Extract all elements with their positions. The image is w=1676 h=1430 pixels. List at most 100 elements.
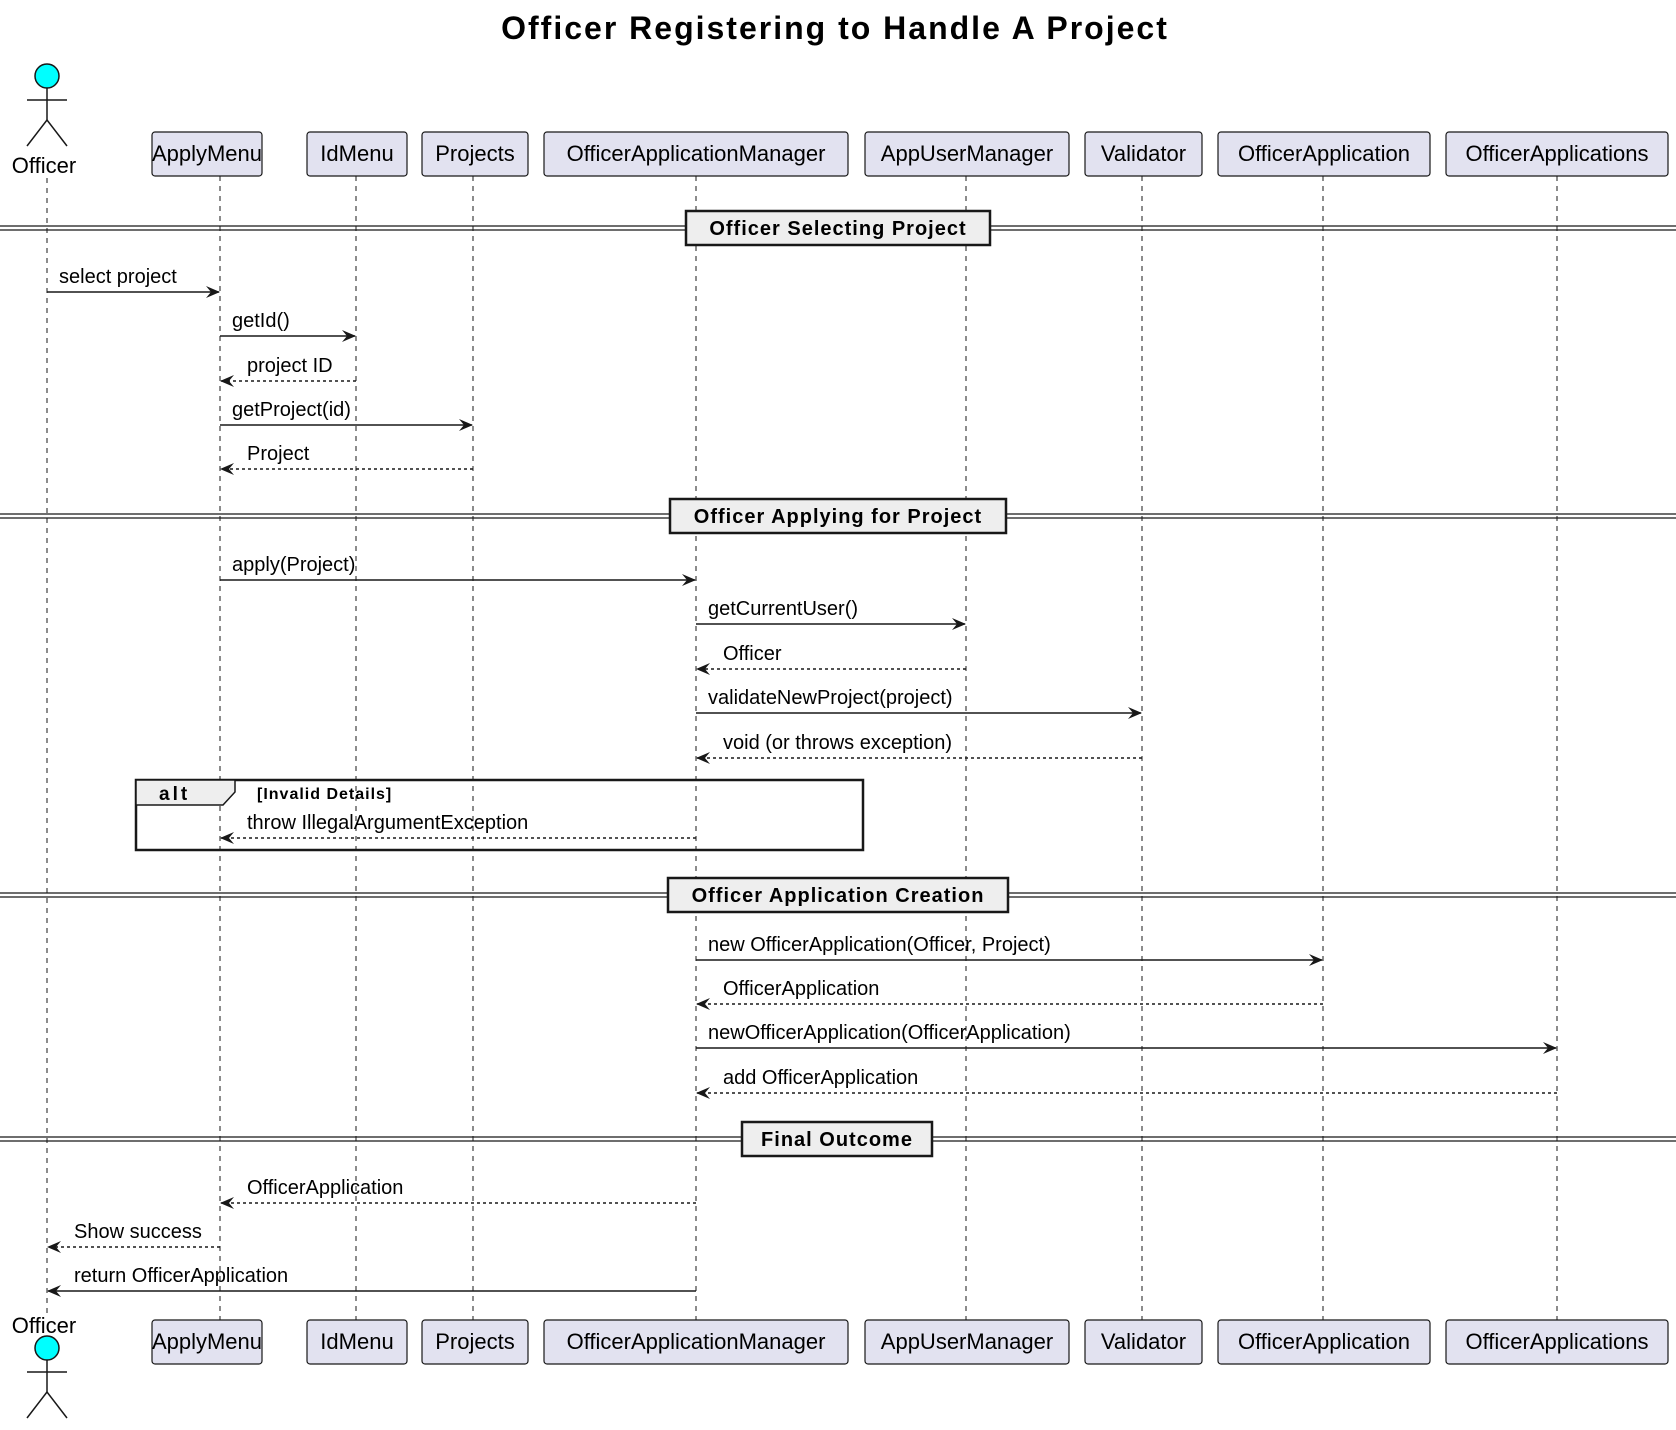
- message-11: throw IllegalArgumentException: [220, 812, 696, 844]
- participant-label: IdMenu: [320, 1329, 393, 1354]
- participant-label: OfficerApplications: [1465, 1329, 1648, 1354]
- message-13: OfficerApplication: [696, 978, 1323, 1010]
- participant-label: Projects: [435, 141, 514, 166]
- participant-label: AppUserManager: [881, 1329, 1053, 1354]
- participant-validator-top: Validator: [1084, 131, 1203, 177]
- participant-label: Validator: [1101, 141, 1186, 166]
- divider-label: Officer Selecting Project: [709, 218, 966, 240]
- participant-box: [151, 131, 263, 177]
- message-1: select project: [47, 266, 220, 298]
- message-label: OfficerApplication: [247, 1177, 403, 1199]
- participant-projects-bottom: Projects: [421, 1319, 529, 1365]
- stick-figure-icon: [26, 63, 68, 147]
- message-label: Officer: [723, 643, 782, 665]
- participant-box: [306, 1319, 408, 1365]
- message-18: return OfficerApplication: [47, 1265, 696, 1297]
- participant-box: [864, 131, 1070, 177]
- alt-condition: [Invalid Details]: [257, 786, 392, 803]
- message-17: Show success: [47, 1221, 220, 1253]
- actor-label: Officer: [12, 1313, 76, 1338]
- participant-applymenu-bottom: ApplyMenu: [151, 1319, 263, 1365]
- message-label: apply(Project): [232, 554, 355, 576]
- lifelines: [46, 176, 1558, 1320]
- divider-box: [666, 876, 1010, 914]
- participant-label: IdMenu: [320, 141, 393, 166]
- participant-box: [1084, 1319, 1203, 1365]
- divider-label: Officer Application Creation: [692, 885, 985, 907]
- participant-label: OfficerApplication: [1238, 1329, 1410, 1354]
- participant-box: [864, 1319, 1070, 1365]
- participant-label: OfficerApplications: [1465, 141, 1648, 166]
- participant-box: [421, 1319, 529, 1365]
- message-4: getProject(id): [220, 399, 473, 431]
- participant-box: [421, 131, 529, 177]
- participant-aum-top: AppUserManager: [864, 131, 1070, 177]
- message-3: project ID: [220, 355, 356, 387]
- participant-applymenu-top: ApplyMenu: [151, 131, 263, 177]
- message-5: Project: [220, 443, 473, 475]
- message-label: new OfficerApplication(Officer, Project): [708, 934, 1051, 956]
- message-label: throw IllegalArgumentException: [247, 812, 528, 834]
- participant-box: [151, 1319, 263, 1365]
- participant-box: [543, 131, 849, 177]
- participant-oapp-top: OfficerApplication: [1217, 131, 1431, 177]
- message-10: void (or throws exception): [696, 732, 1142, 764]
- message-9: validateNewProject(project): [696, 687, 1142, 719]
- alt-frame-box: alt [Invalid Details]: [134, 778, 865, 852]
- participant-box: [1217, 131, 1431, 177]
- divider-box: [684, 209, 992, 247]
- participant-label: Projects: [435, 1329, 514, 1354]
- participant-idmenu-bottom: IdMenu: [306, 1319, 408, 1365]
- divider-box: [740, 1120, 934, 1158]
- alt-tab: [135, 779, 236, 806]
- participant-validator-bottom: Validator: [1084, 1319, 1203, 1365]
- participant-label: OfficerApplication: [1238, 141, 1410, 166]
- participant-aum-bottom: AppUserManager: [864, 1319, 1070, 1365]
- message-label: OfficerApplication: [723, 978, 879, 1000]
- message-label: getId(): [232, 310, 290, 332]
- message-label: project ID: [247, 355, 333, 377]
- message-2: getId(): [220, 310, 356, 342]
- message-7: getCurrentUser(): [696, 598, 966, 630]
- alt-keyword: alt: [159, 784, 190, 805]
- participant-oapp-bottom: OfficerApplication: [1217, 1319, 1431, 1365]
- message-label: select project: [59, 266, 177, 288]
- message-label: getCurrentUser(): [708, 598, 858, 620]
- participant-label: AppUserManager: [881, 141, 1053, 166]
- participant-label: ApplyMenu: [152, 141, 262, 166]
- message-label: add OfficerApplication: [723, 1067, 918, 1089]
- diagram-title: Officer Registering to Handle A Project: [501, 10, 1169, 46]
- participants-top: ApplyMenu IdMenu Projects OfficerApplicatio…: [12, 63, 1669, 178]
- message-label: getProject(id): [232, 399, 351, 421]
- participant-label: OfficerApplicationManager: [567, 1329, 826, 1354]
- message-14: newOfficerApplication(OfficerApplication…: [696, 1022, 1557, 1054]
- message-15: add OfficerApplication: [696, 1067, 1557, 1099]
- message-8: Officer: [696, 643, 966, 675]
- participants-bottom: ApplyMenu IdMenu Projects OfficerApplicatio…: [12, 1313, 1669, 1419]
- actor-label: Officer: [12, 153, 76, 178]
- divider-label: Officer Applying for Project: [694, 506, 982, 528]
- divider-label: Final Outcome: [761, 1129, 913, 1151]
- participant-box: [306, 131, 408, 177]
- message-label: newOfficerApplication(OfficerApplication…: [708, 1022, 1071, 1044]
- participant-idmenu-top: IdMenu: [306, 131, 408, 177]
- participant-label: OfficerApplicationManager: [567, 141, 826, 166]
- participant-box: [1217, 1319, 1431, 1365]
- message-label: void (or throws exception): [723, 732, 952, 754]
- message-12: new OfficerApplication(Officer, Project): [696, 934, 1323, 966]
- participant-box: [1445, 1319, 1669, 1365]
- participant-oam-top: OfficerApplicationManager: [543, 131, 849, 177]
- message-label: validateNewProject(project): [708, 687, 953, 709]
- divider-4: Final Outcome: [0, 1120, 1676, 1158]
- participant-box: [1084, 131, 1203, 177]
- participant-box: [543, 1319, 849, 1365]
- messages: select project getId() project ID getProjec…: [47, 266, 1557, 1297]
- participant-label: ApplyMenu: [152, 1329, 262, 1354]
- participant-oapps-bottom: OfficerApplications: [1445, 1319, 1669, 1365]
- stick-figure-icon: [26, 1335, 68, 1419]
- divider-3: Officer Application Creation: [0, 876, 1676, 914]
- actor-officer-bottom: Officer: [12, 1313, 76, 1419]
- divider-2: Officer Applying for Project: [0, 497, 1676, 535]
